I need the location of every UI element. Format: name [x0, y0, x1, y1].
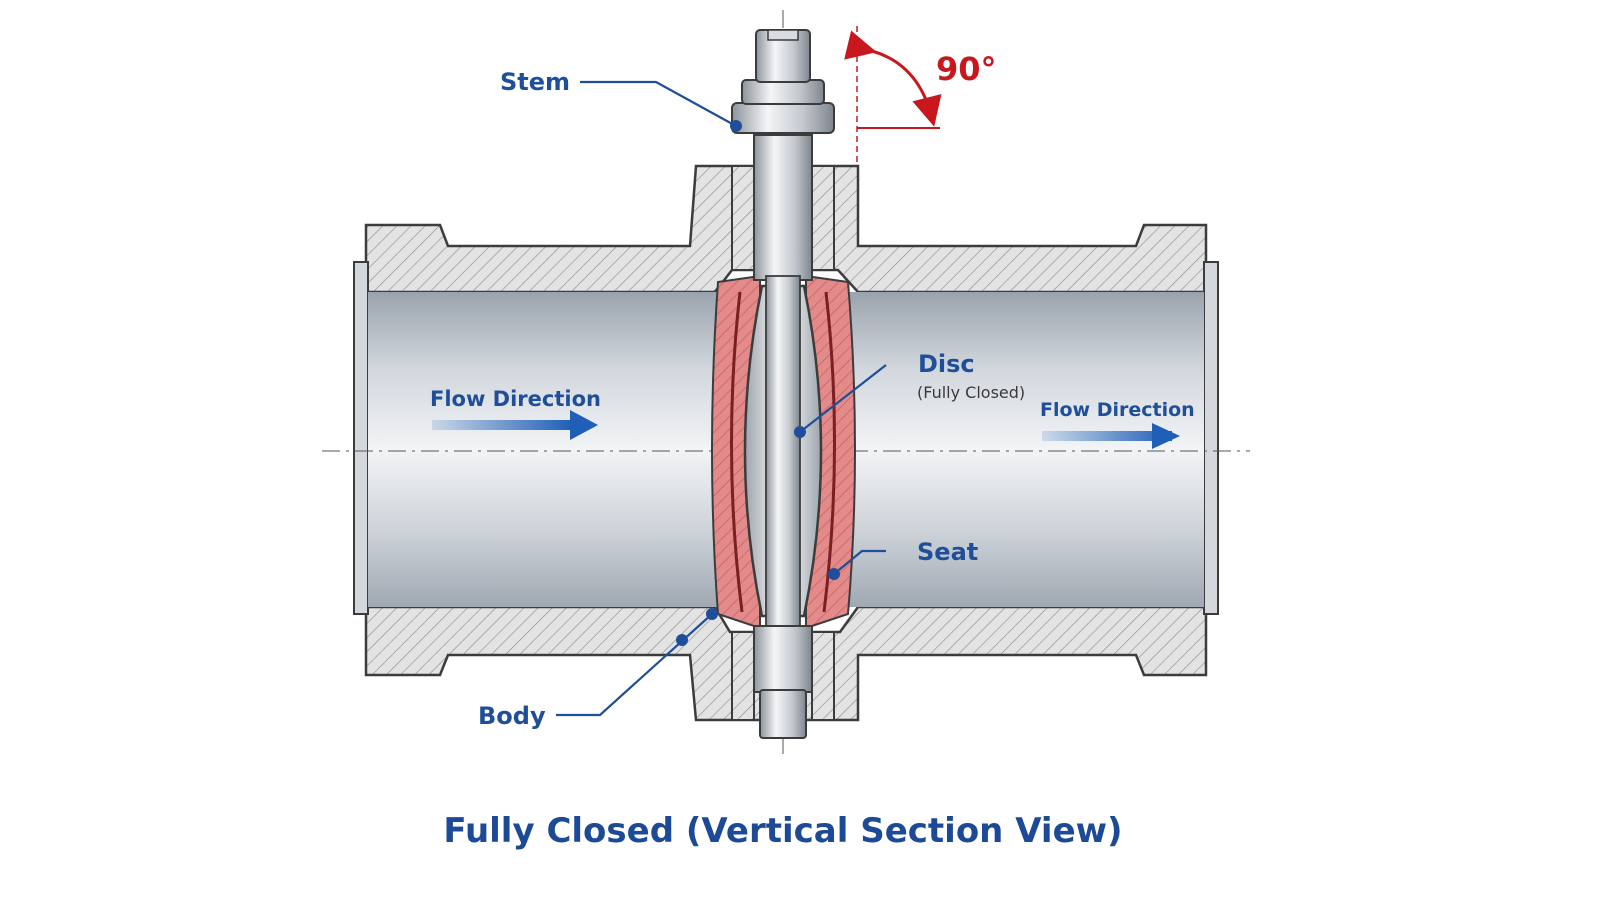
- body-label: Body: [478, 702, 546, 730]
- rotation-indicator: [844, 26, 942, 166]
- diagram-caption: Fully Closed (Vertical Section View): [443, 811, 1122, 851]
- seat: [711, 274, 856, 630]
- disc-state-note: (Fully Closed): [917, 383, 1025, 402]
- disc-label: Disc: [918, 350, 975, 378]
- leader-dots: [676, 120, 840, 646]
- flow-direction-left-label: Flow Direction: [430, 387, 601, 411]
- seat-label: Seat: [917, 538, 978, 566]
- stem: [731, 29, 835, 739]
- flow-arrow-left: [432, 410, 598, 440]
- flow-direction-right-label: Flow Direction: [1040, 399, 1195, 421]
- stem-label: Stem: [500, 68, 570, 96]
- flow-arrow-right: [1042, 423, 1180, 449]
- rotation-angle-label: 90°: [936, 50, 997, 88]
- leader-lines: [556, 80, 887, 717]
